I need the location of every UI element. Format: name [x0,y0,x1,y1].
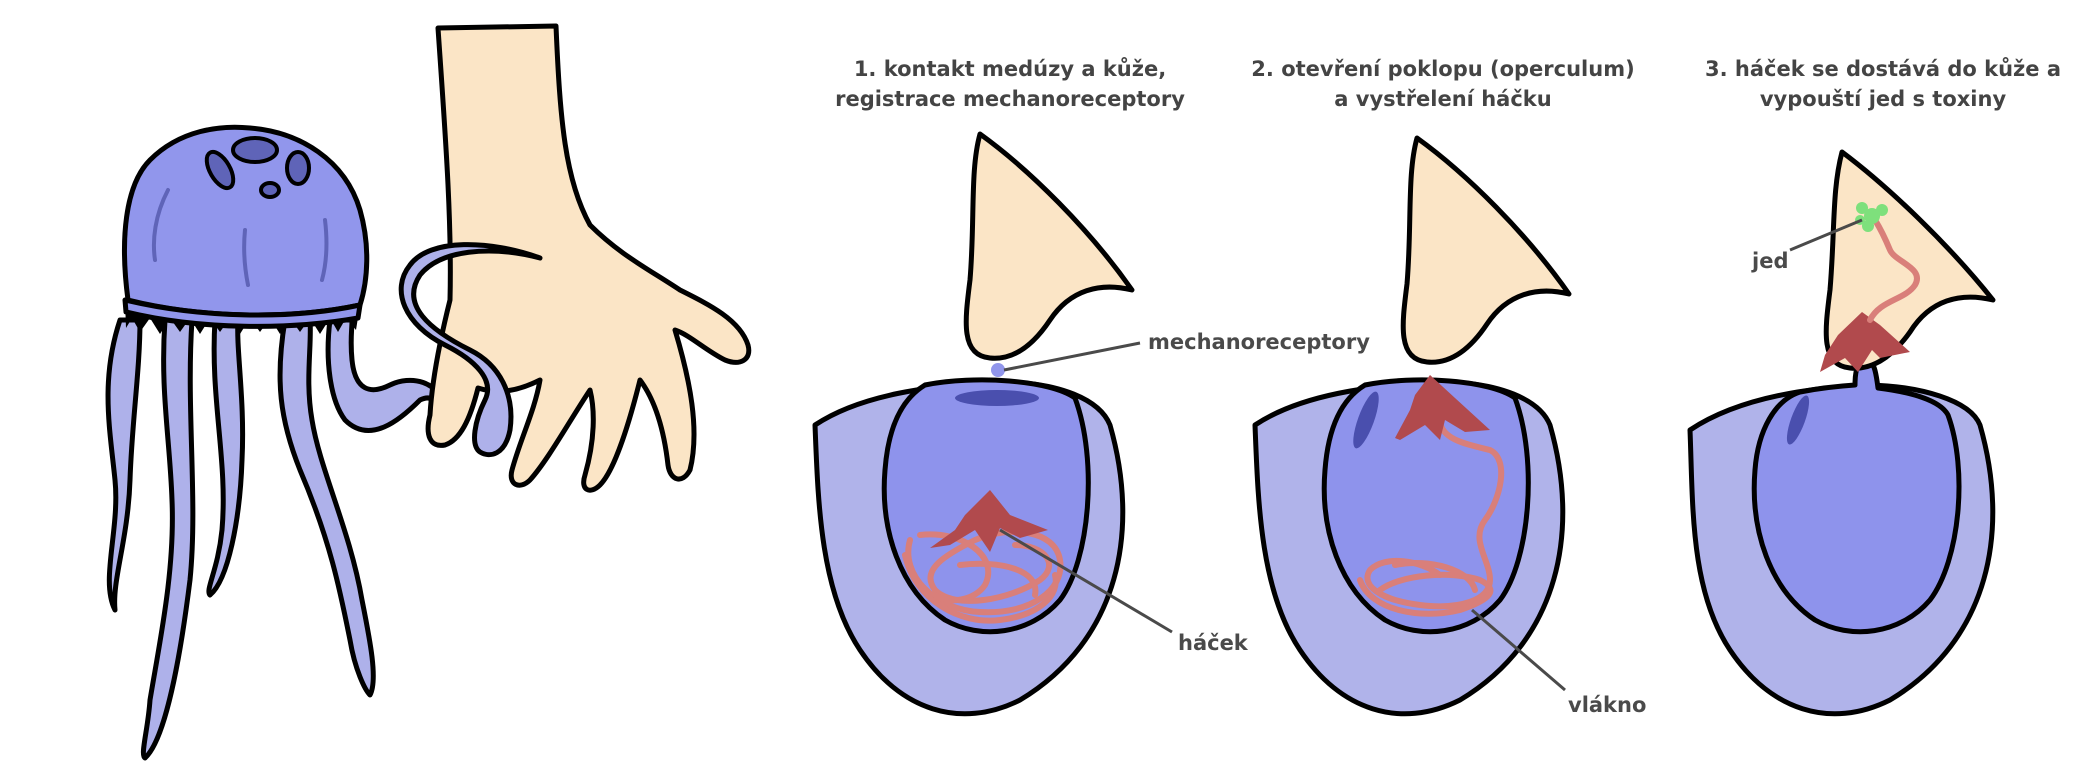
bell-spot-small [259,181,281,199]
operculum [955,390,1039,406]
discharged-hook [1820,312,1910,372]
step-1-title-line-2: registrace mechanoreceptory [835,87,1185,111]
step-3-title-line-1: 3. háček se dostává do kůže a [1705,57,2061,81]
opened-operculum [1353,391,1379,449]
venom-label: jed [1751,249,1788,273]
venom-leader [1789,218,1863,252]
thread-leader [1471,608,1566,692]
step-1: 1. kontakt medúzy a kůže, registrace mec… [812,57,1370,717]
step-2-title-line-1: 2. otevření poklopu (operculum) [1251,57,1634,81]
jellyfish-illustration [105,23,752,761]
bell-markings [151,188,329,287]
bell-spot-left [204,149,236,191]
mechanoreceptor-leader [1003,341,1141,372]
uncoiling-thread [1357,417,1505,617]
step-3: 3. háček se dostává do kůže a vypouští j… [1687,57,2061,717]
hook-label: háček [1178,631,1249,655]
mechanoreceptor-dot [991,363,1005,377]
jellyfish-rim [122,297,363,329]
step-1-title-line-1: 1. kontakt medúzy a kůže, [854,57,1166,81]
step-2-title-line-2: a vystřelení háčku [1334,87,1551,111]
jellyfish-tentacles [105,317,448,761]
venom [1855,202,1888,232]
hook [1395,375,1490,440]
hook [930,490,1048,552]
skin-tip [1400,135,1572,365]
bell-spot-large [231,136,279,164]
capsule-body [1751,357,1962,635]
opened-operculum [1786,395,1810,445]
hand [425,23,752,493]
step-2: 2. otevření poklopu (operculum) a vystře… [1251,57,1646,717]
thread-label: vlákno [1568,693,1646,717]
step-3-title-line-2: vypouští jed s toxiny [1760,87,2007,111]
skin-tip [963,131,1135,361]
mechanoreceptor-label: mechanoreceptory [1148,330,1370,354]
wrapping-tentacle [398,242,543,458]
hook-leader [999,528,1173,634]
discharged-thread [1867,217,1920,323]
bell-spot-right [285,150,311,186]
